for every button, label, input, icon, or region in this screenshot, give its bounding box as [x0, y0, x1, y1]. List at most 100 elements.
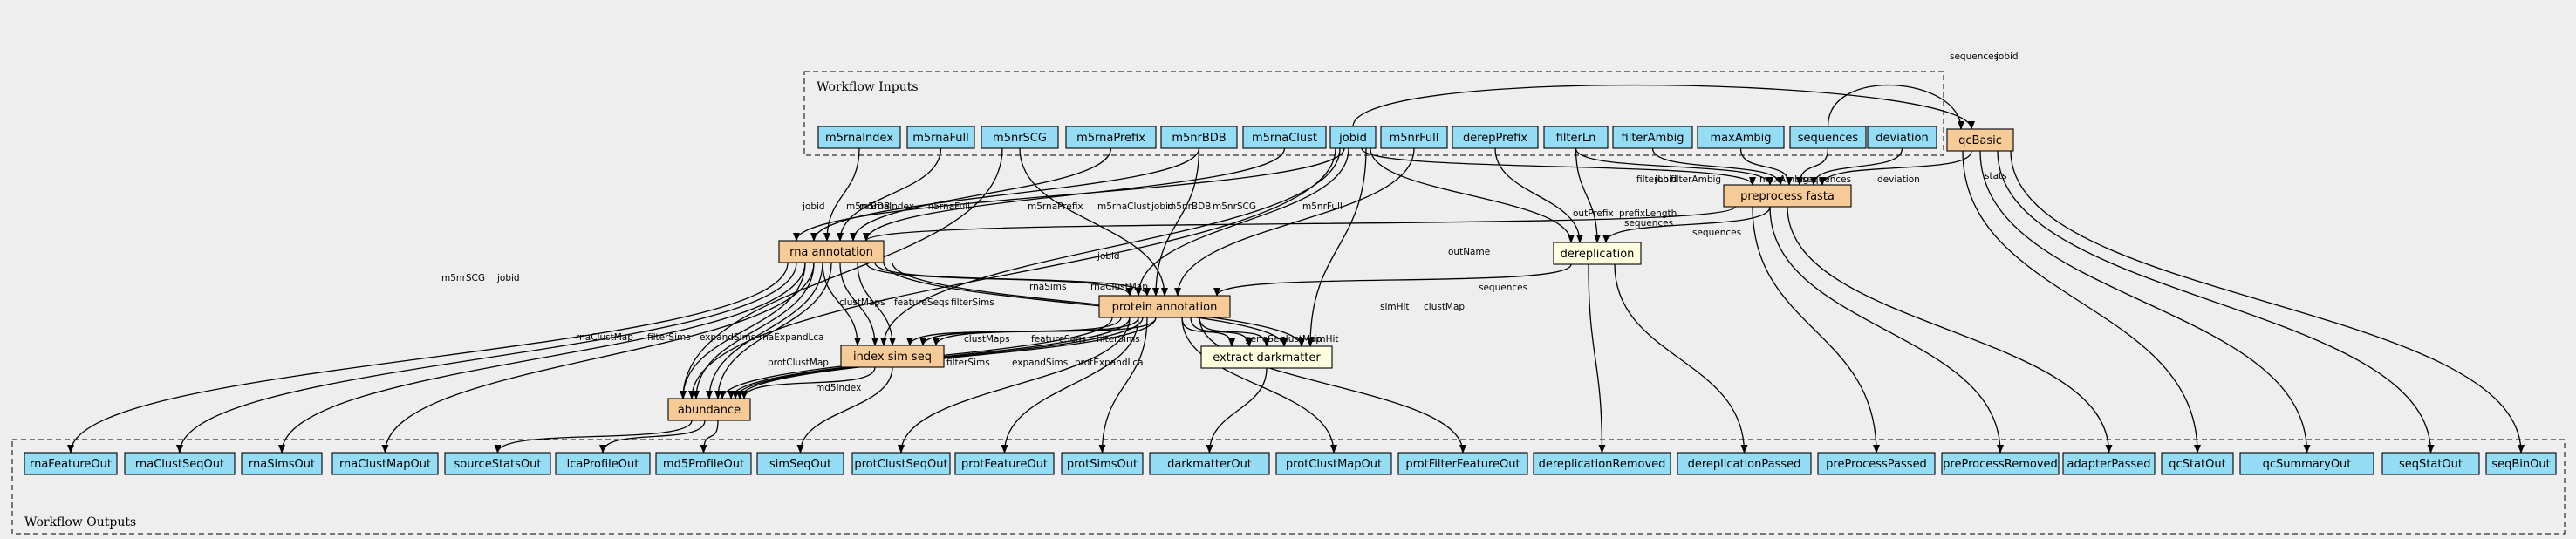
node-dereplication[interactable]: dereplication	[1553, 242, 1642, 265]
node-protein-annotation[interactable]: protein annotation	[1098, 295, 1231, 318]
node-box	[840, 345, 945, 368]
node-sequences[interactable]: sequences	[1789, 126, 1867, 149]
node-box	[1867, 126, 1937, 149]
node-filter-ambig[interactable]: filterAmbig	[1612, 126, 1693, 149]
node-dereplication-passed[interactable]: dereplicationPassed	[1677, 452, 1812, 475]
edge-label-prefix-length: prefixLength	[1619, 208, 1677, 219]
nodes-layer: m5rnaIndex m5rnaFull m5nrSCG m5rnaPrefix m5n…	[24, 126, 2557, 475]
node-box	[817, 126, 901, 149]
node-lca-profile-out[interactable]: lcaProfileOut	[555, 452, 651, 475]
node-pre-process-passed[interactable]: preProcessPassed	[1817, 452, 1936, 475]
node-sim-seq-out[interactable]: simSeqOut	[756, 452, 844, 475]
node-box	[655, 452, 752, 475]
node-index-sim-seq[interactable]: index sim seq	[840, 345, 945, 368]
node-seq-bin-out[interactable]: seqBinOut	[2485, 452, 2557, 475]
edge-label-rna-expand-lca: rnaExpandLca	[759, 332, 824, 343]
edge-label-sequences: sequences	[1692, 228, 1741, 238]
edge-m5nr-full-to-protein-annotation	[1174, 147, 1415, 297]
edge-label-clust-maps: clustMaps	[839, 297, 885, 308]
node-source-stats-out[interactable]: sourceStatsOut	[444, 452, 551, 475]
edge-m5nr-bdb-to-protein-annotation	[1152, 147, 1200, 297]
node-deviation[interactable]: deviation	[1867, 126, 1937, 149]
edge-label-filter-sims: filterSims	[946, 358, 990, 368]
node-label: preProcessRemoved	[1943, 458, 2058, 471]
node-qc-basic[interactable]: qcBasic	[1946, 128, 2014, 152]
node-prot-clust-map-out[interactable]: protClustMapOut	[1275, 452, 1392, 475]
edge-label-sequences: sequences	[1802, 174, 1851, 185]
node-label: sequences	[1798, 132, 1859, 145]
node-rna-clust-seq-out[interactable]: rnaClustSeqOut	[124, 452, 236, 475]
node-m5rna-clust[interactable]: m5rnaClust	[1242, 126, 1327, 149]
node-m5rna-prefix[interactable]: m5rnaPrefix	[1065, 126, 1157, 149]
node-prot-sims-out[interactable]: protSimsOut	[1061, 452, 1144, 475]
edge-label-expand-sims: expandSims	[700, 332, 755, 343]
edge-dereplication-to-dereplication-removed	[1588, 263, 1606, 454]
edge-label-m5nr-bdb: m5nrBDB	[1167, 201, 1211, 212]
node-box	[1397, 452, 1528, 475]
node-prot-clust-seq-out[interactable]: protClustSeqOut	[851, 452, 951, 475]
node-rna-clust-map-out[interactable]: rnaClustMapOut	[331, 452, 439, 475]
node-label: jobid	[1338, 132, 1367, 145]
edge-rna-annotation-to-rna-clust-map-out	[381, 262, 815, 454]
edge-qc-basic-to-qc-stat-out	[1962, 150, 2201, 454]
node-label: rnaClustMapOut	[339, 458, 431, 471]
edge-label-deviation: deviation	[1877, 174, 1920, 185]
node-derep-prefix[interactable]: derepPrefix	[1452, 126, 1539, 149]
node-label: m5nrBDB	[1172, 132, 1226, 145]
node-label: m5rnaIndex	[825, 132, 893, 145]
edge-label-prot-expand-lca: protExpandLca	[1075, 358, 1144, 368]
node-extract-darkmatter[interactable]: extract darkmatter	[1200, 345, 1333, 369]
node-prot-filter-feature-out[interactable]: protFilterFeatureOut	[1397, 452, 1528, 475]
node-filter-ln[interactable]: filterLn	[1543, 126, 1609, 149]
node-box	[1380, 126, 1448, 149]
node-box	[1160, 126, 1238, 149]
node-label: index sim seq	[853, 351, 932, 364]
node-rna-feature-out[interactable]: rnaFeatureOut	[24, 452, 118, 475]
node-box	[444, 452, 551, 475]
edge-label-jobid: jobid	[496, 273, 520, 283]
node-m5nr-full[interactable]: m5nrFull	[1380, 126, 1448, 149]
node-qc-stat-out[interactable]: qcStatOut	[2161, 452, 2234, 475]
node-pre-process-removed[interactable]: preProcessRemoved	[1941, 452, 2060, 475]
node-abundance[interactable]: abundance	[667, 398, 751, 421]
node-m5nr-scg[interactable]: m5nrSCG	[981, 126, 1059, 149]
node-label: abundance	[678, 404, 741, 417]
edge-m5rna-prefix-to-rna-annotation	[850, 147, 1112, 242]
node-box	[1242, 126, 1327, 149]
node-label: extract darkmatter	[1213, 351, 1321, 365]
edge-abundance-to-source-stats-out	[494, 420, 693, 454]
edge-protein-annotation-to-prot-clust-map-out	[1181, 317, 1337, 454]
node-max-ambig[interactable]: maxAmbig	[1697, 126, 1785, 149]
node-seq-stat-out[interactable]: seqStatOut	[2381, 452, 2480, 475]
node-adapter-passed[interactable]: adapterPassed	[2062, 452, 2156, 475]
node-rna-annotation[interactable]: rna annotation	[778, 240, 885, 263]
edge-rna-annotation-to-abundance	[706, 262, 823, 399]
node-prot-feature-out[interactable]: protFeatureOut	[954, 452, 1055, 475]
node-preprocess-fasta[interactable]: preprocess fasta	[1723, 184, 1852, 208]
edge-rna-annotation-to-index-sim-seq	[857, 262, 896, 346]
node-md5-profile-out[interactable]: md5ProfileOut	[655, 452, 752, 475]
node-qc-summary-out[interactable]: qcSummaryOut	[2239, 452, 2374, 475]
edge-label-jobid: jobid	[802, 201, 825, 212]
edge-rna-annotation-to-index-sim-seq	[839, 262, 878, 346]
node-rna-sims-out[interactable]: rnaSimsOut	[241, 452, 323, 475]
edge-abundance-to-md5-profile-out	[700, 420, 719, 454]
node-label: darkmatterOut	[1167, 458, 1252, 471]
edge-label-jobid: jobid	[1995, 51, 2019, 62]
node-m5rna-index[interactable]: m5rnaIndex	[817, 126, 901, 149]
node-m5nr-bdb[interactable]: m5nrBDB	[1160, 126, 1238, 149]
edge-derep-prefix-to-dereplication	[1494, 147, 1583, 243]
edge-protein-annotation-to-prot-clust-seq-out	[898, 317, 1131, 454]
node-dereplication-removed[interactable]: dereplicationRemoved	[1533, 452, 1671, 475]
node-label: sourceStatsOut	[454, 458, 542, 471]
node-label: seqStatOut	[2399, 458, 2463, 471]
node-box	[2381, 452, 2480, 475]
edge-qc-basic-to-preprocess-fasta	[1819, 150, 1972, 186]
edge-rna-annotation-to-abundance	[693, 262, 815, 399]
node-darkmatter-out[interactable]: darkmatterOut	[1149, 452, 1270, 475]
edge-qc-basic-to-seq-stat-out	[1997, 150, 2435, 454]
node-jobid[interactable]: jobid	[1329, 126, 1377, 149]
edge-label-clust-map: clustMap	[1424, 302, 1465, 312]
edge-label-jobid: jobid	[1654, 174, 1677, 185]
node-m5rna-full[interactable]: m5rnaFull	[906, 126, 975, 149]
